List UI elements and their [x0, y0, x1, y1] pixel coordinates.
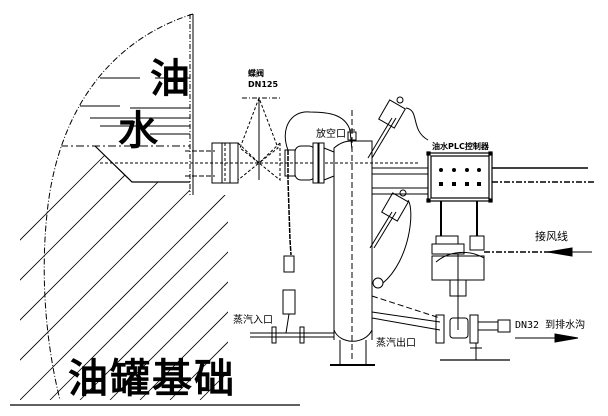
liquid-lines	[60, 77, 190, 147]
inlet-pipe	[100, 142, 420, 184]
separator-vessel	[330, 110, 375, 366]
heater-cable	[284, 111, 353, 151]
plc-controller-box	[426, 151, 493, 203]
drain-arrow-icon	[515, 333, 579, 343]
sensor-cable	[287, 150, 292, 256]
vessel-plc-lines	[372, 167, 428, 195]
sensor-wire	[382, 107, 429, 284]
tank-wall	[43, 13, 194, 401]
lower-level-sensor	[369, 189, 409, 289]
steam-outlet-label: 蒸汽出口	[376, 336, 416, 349]
plc-indicators	[439, 168, 481, 186]
valve-size-label: DN125	[248, 80, 278, 89]
valve-name-label: 蝶阀	[248, 68, 264, 78]
drain-label: DN32 到排水沟	[515, 318, 585, 331]
vent-label: 放空口	[316, 127, 346, 140]
upper-level-sensor	[367, 96, 406, 159]
plc-output-lines	[492, 167, 596, 183]
drain-valve-actuator	[431, 201, 485, 330]
tank-foundation-label: 油罐基础	[68, 356, 236, 402]
wind-line-label: 接风线	[535, 229, 568, 243]
foundation-edge	[10, 145, 300, 406]
drain-pipe	[371, 295, 511, 361]
water-label: 水	[118, 108, 159, 154]
plc-label: 油水PLC控制器	[432, 141, 490, 151]
wind-arrow-icon	[547, 247, 592, 257]
oil-label: 油	[150, 56, 190, 102]
steam-inlet-pipe	[250, 255, 334, 344]
butterfly-valve	[237, 96, 282, 182]
steam-inlet-label: 蒸汽入口	[233, 313, 273, 326]
foundation-hatch	[20, 149, 228, 400]
